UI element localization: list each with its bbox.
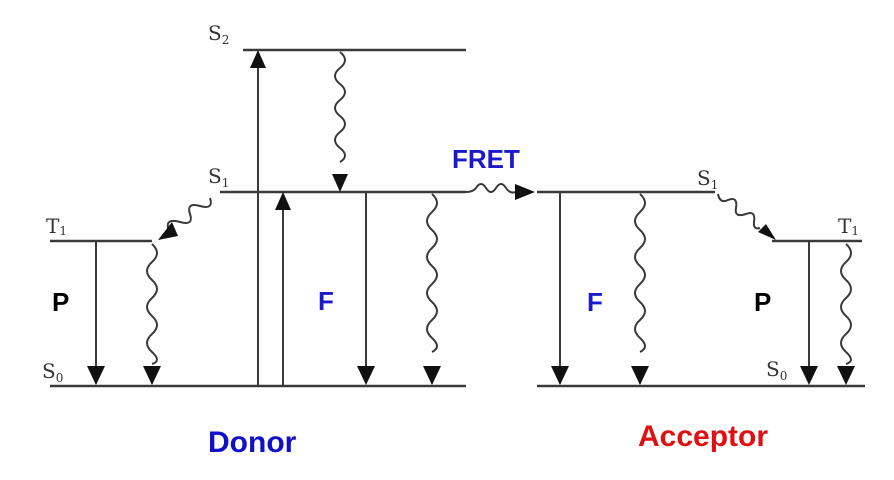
donor-intersystem-crossing-arrow xyxy=(158,197,212,240)
donor-fluorescence-arrow xyxy=(357,192,375,385)
donor-s2-label: S2 xyxy=(208,21,229,47)
donor-internal-conversion-s2-s1-arrow xyxy=(332,51,348,192)
donor-s0-label: S0 xyxy=(42,359,63,385)
acceptor-s0-label: S0 xyxy=(766,357,787,383)
donor-t1-label: T1 xyxy=(46,214,67,238)
acceptor-intersystem-crossing-arrow xyxy=(717,193,776,240)
acceptor-phosphorescence-label: P xyxy=(754,287,771,317)
donor-absorption-s0-s2-arrow xyxy=(250,50,266,386)
acceptor-t1-nonradiative-arrow xyxy=(837,243,855,385)
donor-fluorescence-label: F xyxy=(318,286,334,316)
fret-label: FRET xyxy=(452,144,520,174)
donor-phosphorescence-label: P xyxy=(52,287,69,317)
donor-s1-label: S1 xyxy=(208,164,229,190)
acceptor-nonradiative-decay-arrow xyxy=(631,193,649,385)
acceptor-s1-label: S1 xyxy=(697,166,718,192)
acceptor-phosphorescence-arrow xyxy=(800,241,818,385)
donor-absorption-s0-s1-arrow xyxy=(275,192,291,386)
donor-title: Donor xyxy=(208,426,297,459)
donor-phosphorescence-arrow xyxy=(87,241,105,385)
donor-t1-nonradiative-arrow xyxy=(143,243,161,385)
acceptor-t1-label: T1 xyxy=(838,214,859,238)
donor-nonradiative-decay-arrow xyxy=(423,193,441,385)
fret-transfer-arrow xyxy=(465,183,535,200)
acceptor-fluorescence-arrow xyxy=(551,192,569,385)
acceptor-title: Acceptor xyxy=(638,420,768,453)
acceptor-fluorescence-label: F xyxy=(587,287,603,317)
